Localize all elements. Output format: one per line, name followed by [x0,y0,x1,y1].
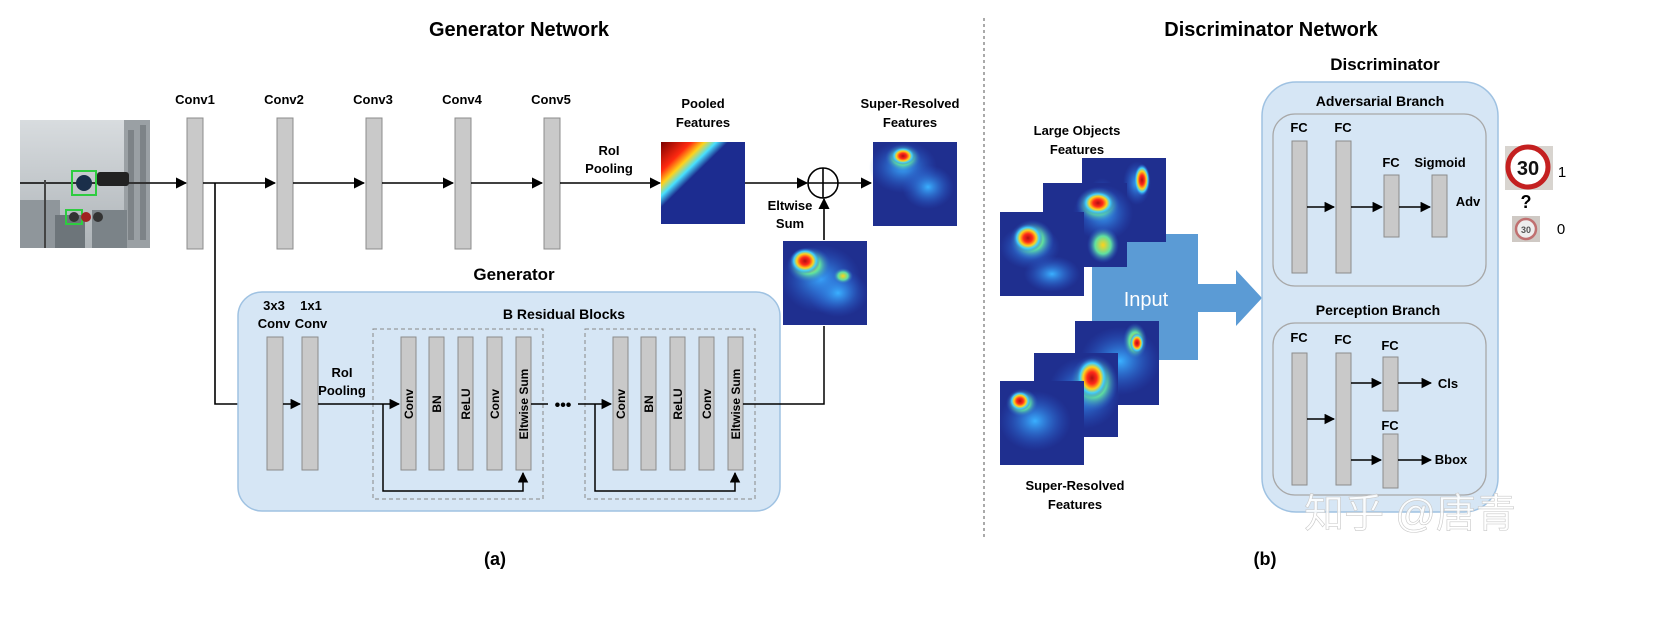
adv-fc3-label: FC [1382,155,1400,170]
adversarial-branch-title: Adversarial Branch [1316,93,1444,109]
pooled-features-label-line2: Features [676,115,730,130]
discriminator-label: Discriminator [1330,55,1440,74]
residual-blocks-title: B Residual Blocks [503,306,625,322]
residual-block-b [584,328,756,500]
fake-sign-image: 30 [1512,216,1540,242]
per-fc3-label: FC [1381,338,1399,353]
conv3x3-layer [266,336,284,471]
adv-fc2-layer [1335,140,1352,274]
conv-layers [186,117,561,250]
layer-label: Conv [488,389,502,419]
fake-sign-text: 30 [1521,225,1531,235]
conv3-layer [365,117,383,250]
residual-block-b-labels: Conv BN ReLU Conv Eltwise Sum [614,369,743,440]
caption-b: (b) [1254,549,1277,569]
super-resolved-features-map [869,141,957,226]
per-fc2-layer [1335,352,1352,486]
eltwise-label-line2: Sum [776,216,804,231]
roi-pooling-label-line1: RoI [599,143,620,158]
residual-block-1-layers [400,336,532,471]
adv-output-label: Adv [1456,194,1481,209]
roi-pooling-label-line2: Pooling [585,161,633,176]
input-label: Input [1124,289,1169,311]
conv3-label: Conv3 [353,92,393,107]
per-fc2-label: FC [1334,332,1352,347]
caption-a: (a) [484,549,506,569]
per-fc1-label: FC [1290,330,1308,345]
super-resolved-heatmaps [999,321,1160,465]
layer-label: ReLU [671,388,685,419]
real-sign-image: 30 [1505,144,1553,190]
layer-label: Conv [614,389,628,419]
layer-label: ReLU [459,388,473,419]
input-street-image [20,120,150,248]
layer-label: Conv [700,389,714,419]
adv-fc3-layer [1383,174,1400,238]
residual-features-map [781,241,868,325]
residual-block-1-labels: Conv BN ReLU Conv Eltwise Sum [402,369,531,440]
real-output-value: 1 [1558,164,1566,181]
super-resolved-label-line1: Super-Resolved [861,96,960,111]
layer-label: BN [430,395,444,412]
ellipsis: ••• [555,397,572,414]
residual-block-1 [372,328,544,500]
per-fc3-layer [1382,356,1399,412]
bbox-label: Bbox [1435,452,1468,467]
per-fc4-label: FC [1381,418,1399,433]
pooled-features-label-line1: Pooled [681,96,724,111]
layer-label: BN [642,395,656,412]
large-objects-heatmaps [1000,158,1166,296]
sr-features-label-line1: Super-Resolved [1026,478,1125,493]
question-mark: ? [1521,192,1532,212]
adv-fc1-layer [1291,140,1308,274]
sr-features-label-line2: Features [1048,497,1102,512]
perception-arrows [1307,377,1433,466]
real-sign-text: 30 [1517,158,1539,180]
adv-fc1-label: FC [1290,120,1308,135]
conv1x1-label-line1: 1x1 [300,298,322,313]
eltwise-label-line1: Eltwise [768,198,813,213]
conv1-label: Conv1 [175,92,215,107]
pooled-features-map [661,142,745,224]
conv4-label: Conv4 [442,92,483,107]
cls-label: Cls [1438,376,1458,391]
conv4-layer [454,117,472,250]
perception-branch-box [1272,322,1487,496]
conv2-layer [276,117,294,250]
roi-pooling-inner-line1: RoI [332,365,353,380]
conv1-layer [186,117,204,250]
perception-branch-title: Perception Branch [1316,302,1440,318]
roi-pooling-inner-line2: Pooling [318,383,366,398]
layer-label: Eltwise Sum [729,369,743,440]
conv2-label: Conv2 [264,92,304,107]
conv5-label: Conv5 [531,92,571,107]
super-resolved-label-line2: Features [883,115,937,130]
conv1x1-layer [301,336,319,471]
conv3x3-label-line2: Conv [258,316,291,331]
adv-fc2-label: FC [1334,120,1352,135]
fake-output-value: 0 [1557,221,1565,238]
sigmoid-layer [1431,174,1448,238]
per-fc1-layer [1291,352,1308,486]
generator-label: Generator [473,265,555,284]
watermark-text: 知乎 @唐青 [1304,492,1516,536]
input-arrow [1198,270,1262,326]
per-fc4-layer [1382,433,1399,489]
sigmoid-label: Sigmoid [1414,155,1465,170]
discriminator-title: Discriminator Network [1164,19,1378,41]
conv1x1-label-line2: Conv [295,316,328,331]
large-objects-label-line1: Large Objects [1034,123,1121,138]
conv3x3-label-line1: 3x3 [263,298,285,313]
conv5-layer [543,117,561,250]
adversarial-branch-box [1272,113,1487,287]
layer-label: Eltwise Sum [517,369,531,440]
large-objects-label-line2: Features [1050,142,1104,157]
generator-inner-arrows [283,326,825,492]
residual-block-b-layers [612,336,744,471]
generator-title: Generator Network [429,19,610,41]
layer-label: Conv [402,389,416,419]
